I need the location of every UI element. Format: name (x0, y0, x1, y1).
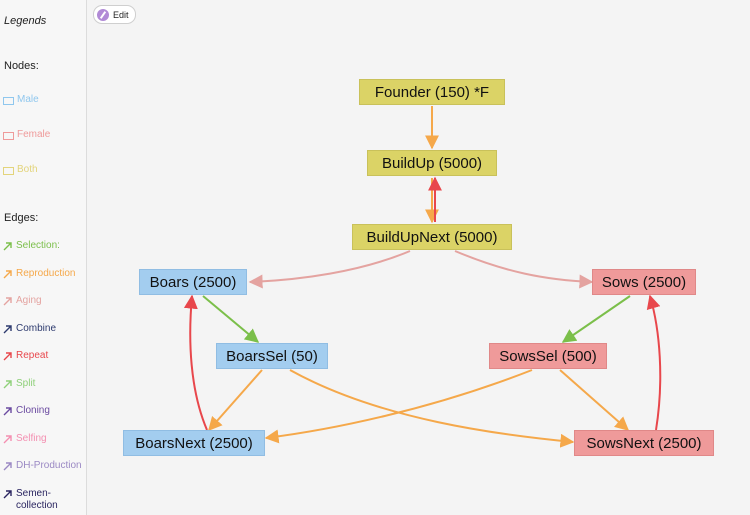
legend-item-reproduction: Reproduction (3, 268, 85, 280)
arrow-icon (3, 435, 12, 444)
node-boarssel[interactable]: BoarsSel (50) (216, 343, 328, 369)
legend-item-label: Repeat (16, 350, 49, 361)
edit-button[interactable]: Edit (93, 5, 136, 24)
edit-icon (97, 8, 109, 21)
node-swatch-icon (3, 167, 14, 175)
legend-item-dh-production: DH-Production (3, 460, 85, 472)
arrow-icon (3, 297, 12, 306)
legend-item-label: Reproduction (16, 268, 76, 279)
legend-nodes-heading: Nodes: (4, 60, 39, 72)
edge-buildupnext-to-sows[interactable] (454, 250, 594, 289)
legend-panel: Legends Nodes: Male Female Both Edges: S… (0, 0, 87, 515)
arrow-icon (3, 407, 12, 416)
arrow-icon (3, 242, 12, 251)
edge-boarssel-to-boarsnext[interactable] (208, 369, 263, 432)
legend-item-male: Male (3, 94, 85, 106)
edge-sowssel-to-sowsnext[interactable] (559, 369, 630, 431)
legend-title: Legends (4, 15, 47, 27)
node-boars[interactable]: Boars (2500) (139, 269, 247, 295)
node-swatch-icon (3, 132, 14, 140)
edge-sowsnext-to-sows[interactable] (646, 294, 662, 431)
legend-item-label: Female (17, 129, 51, 140)
node-buildupnext[interactable]: BuildUpNext (5000) (352, 224, 512, 250)
node-boarsnext[interactable]: BoarsNext (2500) (123, 430, 265, 456)
legend-item-label: Aging (16, 295, 42, 306)
legend-item-label: Male (17, 94, 39, 105)
legend-item-cloning: Cloning (3, 405, 85, 417)
edit-button-label: Edit (113, 9, 129, 20)
node-sowssel[interactable]: SowsSel (500) (489, 343, 607, 369)
legend-edges-heading: Edges: (4, 212, 39, 224)
arrow-icon (3, 325, 12, 334)
arrow-icon (3, 352, 12, 361)
legend-item-aging: Aging (3, 295, 85, 307)
legend-item-label: Selection: (16, 240, 60, 251)
node-founder[interactable]: Founder (150) *F (359, 79, 505, 105)
edge-sows-to-sowssel[interactable] (561, 295, 631, 343)
edge-buildupnext-to-boars[interactable] (248, 250, 411, 289)
legend-item-label: Combine (16, 323, 57, 334)
legend-item-female: Female (3, 129, 85, 141)
legend-item-selection: Selection: (3, 240, 85, 252)
node-buildup[interactable]: BuildUp (5000) (367, 150, 497, 176)
legend-item-label: Semen-collection (16, 488, 58, 511)
legend-item-label: Selfing (16, 433, 47, 444)
arrow-icon (3, 270, 12, 279)
arrow-icon (3, 490, 12, 499)
edge-boarsnext-to-boars[interactable] (183, 294, 208, 431)
legend-item-both: Both (3, 164, 85, 176)
legend-item-label: Cloning (16, 405, 50, 416)
edge-sowssel-to-boarsnext[interactable] (264, 369, 533, 444)
legend-item-label: Split (16, 378, 36, 389)
node-swatch-icon (3, 97, 14, 105)
node-sows[interactable]: Sows (2500) (592, 269, 696, 295)
edge-boarssel-to-sowsnext[interactable] (289, 369, 575, 448)
legend-item-combine: Combine (3, 323, 85, 335)
legend-item-label: DH-Production (16, 460, 82, 471)
legend-item-semen-collection: Semen-collection (3, 488, 63, 512)
legend-item-split: Split (3, 378, 85, 390)
legend-item-repeat: Repeat (3, 350, 85, 362)
arrow-icon (3, 462, 12, 471)
arrow-icon (3, 380, 12, 389)
node-sowsnext[interactable]: SowsNext (2500) (574, 430, 714, 456)
legend-item-label: Both (17, 164, 38, 175)
legend-item-selfing: Selfing (3, 433, 85, 445)
edge-boars-to-boarssel[interactable] (202, 295, 260, 343)
